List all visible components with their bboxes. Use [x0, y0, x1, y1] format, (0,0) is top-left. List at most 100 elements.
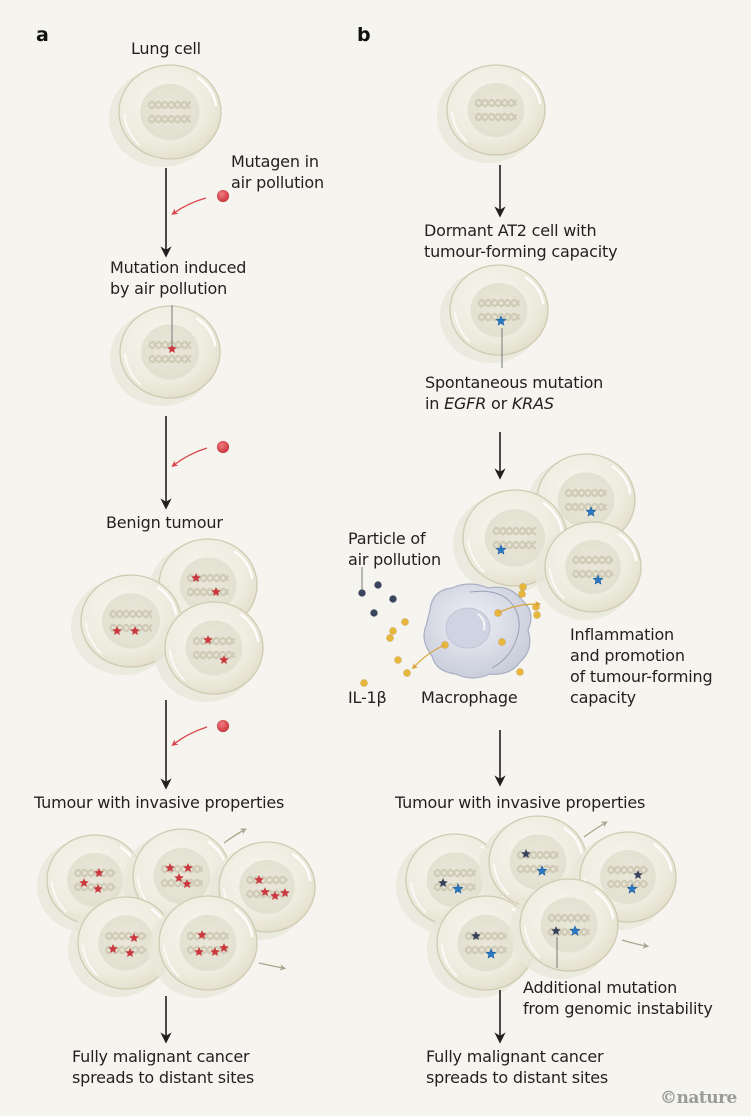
dna-strand [477, 312, 521, 322]
cell-highlight [450, 111, 468, 143]
cell-highlight [85, 622, 102, 655]
cell-highlight [50, 881, 68, 913]
nucleus [102, 593, 160, 649]
spontaneous-mutation-star-icon [569, 925, 581, 936]
pollution-particle-icon [374, 581, 382, 589]
dna-strand [464, 945, 508, 955]
cell-highlight [563, 827, 584, 857]
dna-strand [160, 878, 204, 888]
mutagen-particle-icon [216, 440, 230, 454]
cell-highlight [124, 353, 141, 386]
mutation-star-icon [254, 875, 264, 885]
mutation-star-icon [270, 891, 280, 901]
nucleus [67, 853, 123, 907]
label-malignant-b-line2: spreads to distant sites [426, 1068, 609, 1087]
il1b-molecule-icon [518, 590, 526, 598]
dna-strand [192, 650, 236, 660]
cell-invasive-b [479, 815, 588, 916]
mutation-star-icon [191, 573, 201, 583]
dna-strand [433, 868, 477, 878]
dna-strand [564, 502, 608, 512]
label-mutagen-line1: Mutagen in [231, 152, 319, 171]
label-spontaneous-line1: Spontaneous mutation [425, 373, 604, 392]
dna-strand [571, 569, 614, 579]
cell-highlight [523, 926, 541, 959]
mutation-star-icon [260, 887, 270, 897]
nucleus [565, 540, 621, 594]
cell-invasive-b [510, 878, 619, 979]
spontaneous-mutation-star-icon [495, 544, 507, 555]
nucleus [467, 83, 525, 137]
mutagen-arrow [171, 726, 208, 747]
label-macrophage: Macrophage [421, 688, 518, 707]
spontaneous-mutation-star-icon [495, 315, 507, 326]
cells-layer [37, 64, 677, 998]
il1b-molecule-icon [389, 627, 397, 635]
macrophage-icon [423, 583, 532, 679]
label-inflammation-line1: Inflammation [570, 625, 674, 644]
cell-highlight [409, 881, 427, 914]
nature-credit: ©nature [660, 1088, 737, 1108]
label-mutagen-line2: air pollution [231, 173, 324, 192]
nucleus [470, 283, 528, 337]
label-additional-line1: Additional mutation [523, 978, 678, 997]
cell-highlight [521, 76, 542, 105]
cell-highlight [233, 907, 254, 938]
dna-strand [148, 340, 192, 350]
mutation-star-icon [174, 873, 184, 883]
label-inflammation-line3: of tumour-forming [570, 667, 713, 686]
il1b-molecule-icon [360, 679, 368, 687]
mutagen-particle-icon [216, 189, 230, 203]
additional-mutation-star-icon [633, 870, 643, 880]
label-inflammation-line2: and promotion [570, 646, 685, 665]
mutation-star-icon [197, 930, 207, 940]
mutagen-particle-icon [216, 719, 230, 733]
dna-strand [186, 587, 230, 597]
additional-mutation-star-icon [551, 926, 561, 936]
mutation-star-icon [129, 933, 139, 943]
macrophage-fold [469, 590, 520, 669]
label-mutation-induced-line2: by air pollution [110, 279, 228, 298]
cell-highlight [453, 311, 471, 343]
il1b-molecule-icon [386, 634, 394, 642]
nucleus [185, 620, 243, 676]
migration-arrow [621, 939, 650, 949]
dna-strand [147, 114, 192, 124]
cell-highlight [239, 613, 260, 643]
additional-mutation-star-icon [471, 931, 481, 941]
il1b-molecule-icon [533, 611, 541, 619]
mutation-star-icon [130, 626, 140, 636]
mutagen-arrow [171, 447, 208, 468]
mutation-star-icon [79, 878, 89, 888]
text-or: or [486, 394, 512, 413]
cell-highlight [542, 502, 564, 533]
gene-kras: KRAS [511, 394, 554, 413]
dna-strand [192, 636, 236, 646]
cell-highlight [162, 944, 180, 977]
dna-strand [464, 931, 508, 941]
label-inflammation-line4: capacity [570, 688, 636, 707]
cell-highlight [524, 276, 545, 305]
mutation-star-icon [203, 635, 213, 645]
il1b-molecule-icon [519, 583, 527, 591]
il1b-molecule-icon [498, 638, 506, 646]
mutation-star-icon [112, 626, 122, 636]
cell-highlight [292, 853, 312, 882]
nucleus [239, 860, 295, 914]
label-spontaneous-line2: in EGFR or KRAS [425, 393, 554, 414]
migration-arrow [223, 828, 247, 844]
label-invasive-tumour-b: Tumour with invasive properties [395, 793, 646, 812]
cell-mutant-cluster [535, 521, 642, 620]
nucleus [509, 834, 567, 890]
cell-highlight [611, 465, 632, 495]
label-dormant-line2: tumour-forming capacity [424, 242, 618, 261]
mutation-star-icon [165, 863, 175, 873]
nucleus [140, 83, 200, 141]
nucleus [457, 914, 515, 972]
il1b-release-arrow [497, 601, 541, 614]
lines-layer [160, 165, 650, 1044]
panel-a-letter: a [36, 24, 49, 46]
spontaneous-mutation-star-icon [452, 883, 464, 894]
dna-strand [606, 865, 649, 875]
nucleus [98, 915, 154, 971]
